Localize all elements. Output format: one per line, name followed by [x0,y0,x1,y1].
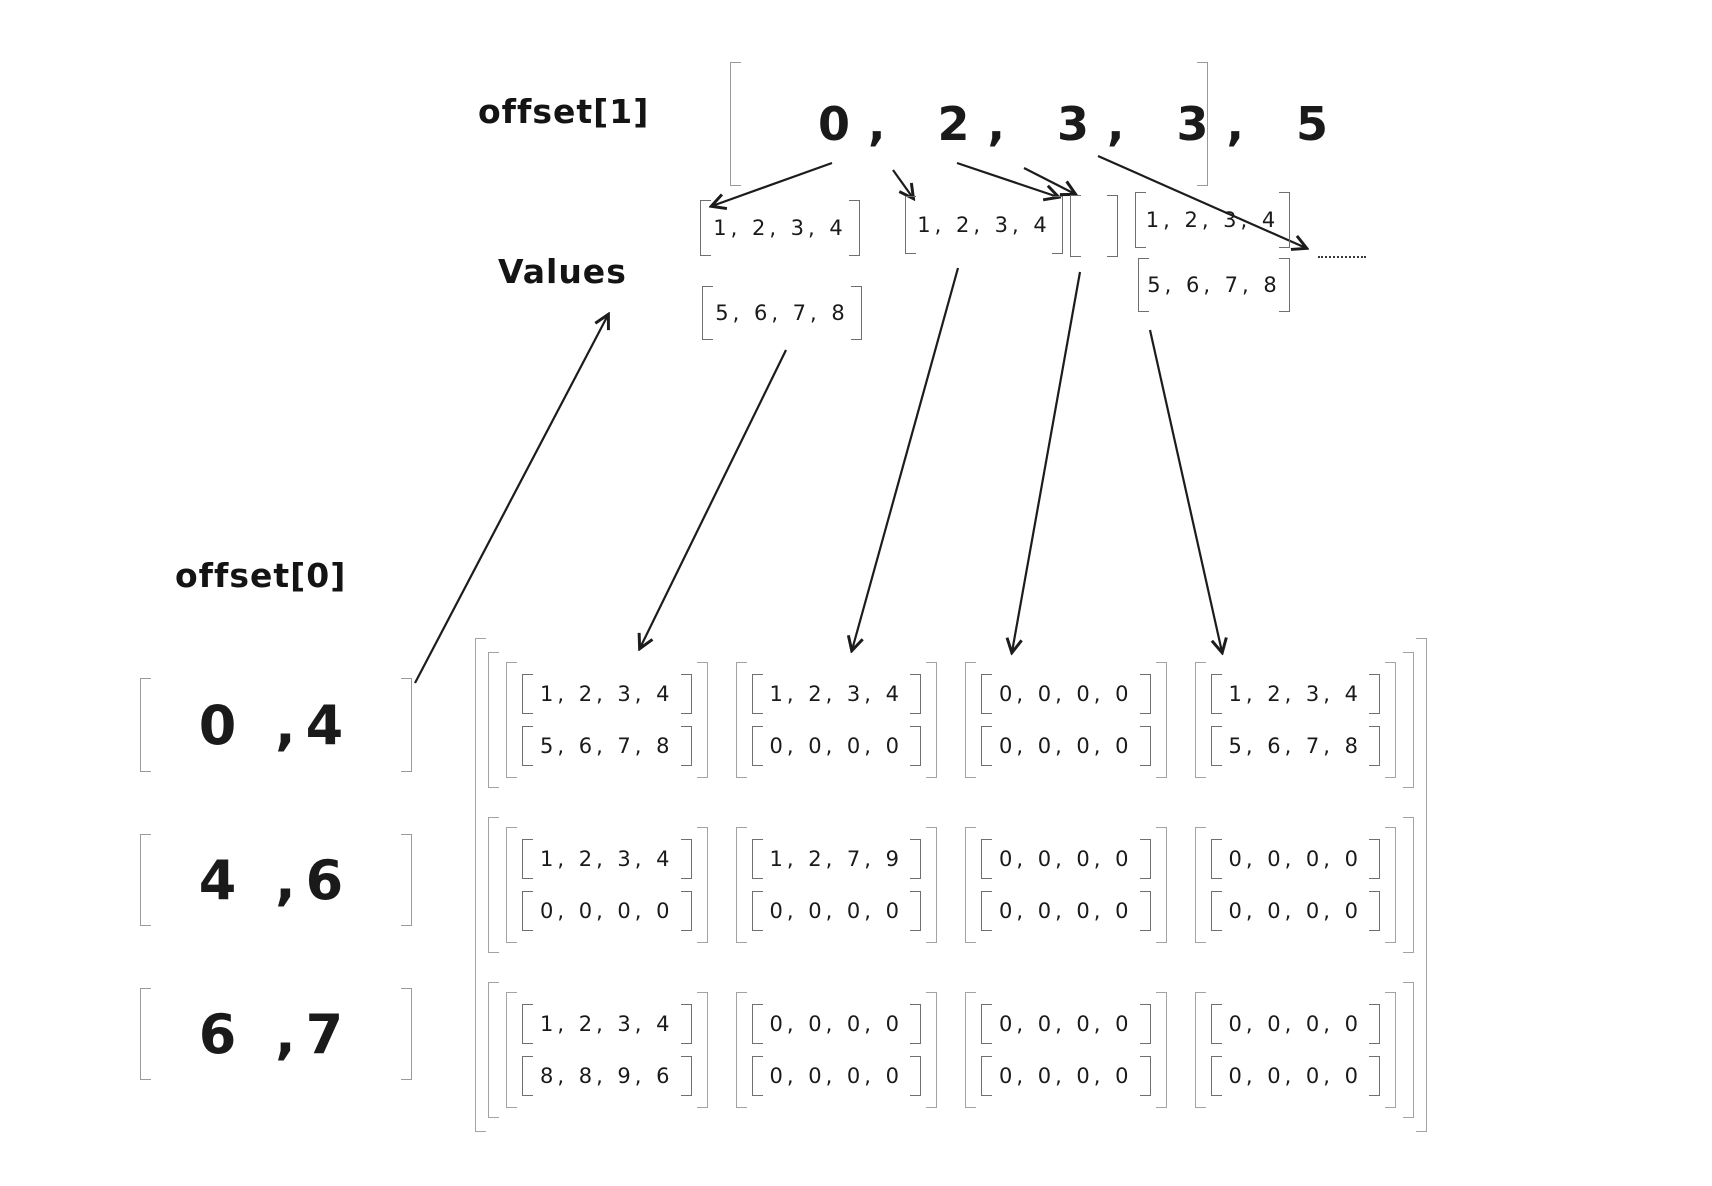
vector-text: 1, 2, 3, 4 [917,213,1051,237]
values-vector: 1, 2, 3, 4 [905,196,1063,254]
grid-cell: 1, 2, 3, 4 5, 6, 7, 8 [1194,662,1397,778]
vector-text: 5, 6, 7, 8 [1228,734,1362,758]
grid-cell: 1, 2, 3, 4 0, 0, 0, 0 [735,662,938,778]
vector-text: 1, 2, 3, 4 [540,847,674,871]
vector-text: 0, 0, 0, 0 [769,1012,903,1036]
vector-text: 0, 0, 0, 0 [1228,847,1362,871]
arrow-offset0-row0-to-values [414,315,608,684]
vector-text: 0, 0, 0, 0 [999,1064,1133,1088]
vector-text: 1, 2, 3, 4 [769,682,903,706]
grid-cell: 0, 0, 0, 0 0, 0, 0, 0 [965,992,1167,1108]
tensor-grid: 1, 2, 3, 4 5, 6, 7, 8 1, 2, 3, 4 0, 0, 0… [475,638,1427,1132]
grid-vector: 0, 0, 0, 0 [981,839,1151,879]
offset1-array: 0, 2, 3, 3, 5 [730,62,1328,186]
grid-cell: 1, 2, 3, 4 8, 8, 9, 6 [506,992,708,1108]
grid-vector: 1, 2, 3, 4 [522,1004,692,1044]
values-vector-empty [1070,195,1118,257]
offset0-entry: 4 ,6 [140,834,412,926]
offset0-entry: 0 ,4 [140,678,412,772]
grid-vector: 0, 0, 0, 0 [1210,1004,1381,1044]
grid-cell: 0, 0, 0, 0 0, 0, 0, 0 [965,662,1167,778]
grid-vector: 1, 2, 3, 4 [522,674,692,714]
grid-vector: 1, 2, 3, 4 [751,674,922,714]
grid-vector: 5, 6, 7, 8 [1210,726,1381,766]
arrow-values-block1-to-grid-c1 [640,349,787,648]
vector-text: 1, 2, 3, 4 [540,682,674,706]
vector-text: 0, 0, 0, 0 [540,899,674,923]
vector-text: 0, 0, 0, 0 [999,847,1133,871]
grid-cell: 1, 2, 3, 4 5, 6, 7, 8 [506,662,708,778]
grid-vector: 0, 0, 0, 0 [751,726,922,766]
vector-text: 0, 0, 0, 0 [999,899,1133,923]
grid-vector: 0, 0, 0, 0 [1210,1056,1381,1096]
grid-vector: 0, 0, 0, 0 [751,891,922,931]
grid-vector: 0, 0, 0, 0 [1210,891,1381,931]
offset0-label: offset[0] [175,556,347,595]
grid-vector: 8, 8, 9, 6 [522,1056,692,1096]
grid-vector: 1, 2, 3, 4 [1210,674,1381,714]
grid-vector: 0, 0, 0, 0 [1210,839,1381,879]
vector-text: 1, 2, 7, 9 [769,847,903,871]
grid-row: 1, 2, 3, 4 8, 8, 9, 6 0, 0, 0, 0 0, 0, 0… [488,982,1414,1118]
vector-text: 0, 0, 0, 0 [769,734,903,758]
grid-cell: 0, 0, 0, 0 0, 0, 0, 0 [1194,992,1397,1108]
grid-vector: 0, 0, 0, 0 [981,1004,1151,1044]
grid-vector: 0, 0, 0, 0 [981,1056,1151,1096]
arrow-values-block2-to-grid-c2 [852,267,960,650]
grid-vector: 1, 2, 3, 4 [522,839,692,879]
offset1-values: 0, 2, 3, 3, 5 [818,97,1346,151]
grid-vector: 0, 0, 0, 0 [981,726,1151,766]
offset0-entry-text: 4 ,6 [198,848,354,912]
vector-text: 1, 2, 3, 4 [1145,208,1280,232]
grid-vector: 0, 0, 0, 0 [751,1004,922,1044]
arrow-values-block4-to-grid-c4 [1148,329,1222,652]
vector-text: 0, 0, 0, 0 [999,1012,1133,1036]
vector-text: 5, 6, 7, 8 [715,301,849,325]
vector-text: 0, 0, 0, 0 [999,734,1133,758]
grid-cell: 1, 2, 3, 4 0, 0, 0, 0 [506,827,708,943]
vector-text: 0, 0, 0, 0 [1228,1064,1362,1088]
vector-text: 1, 2, 3, 4 [713,216,847,240]
offset0-entry-text: 6 ,7 [198,1002,354,1066]
vector-text: 1, 2, 3, 4 [1228,682,1362,706]
grid-vector: 1, 2, 7, 9 [751,839,922,879]
vector-text: 0, 0, 0, 0 [999,682,1133,706]
values-vector: 1, 2, 3, 4 [1135,192,1290,248]
vector-text: 1, 2, 3, 4 [540,1012,674,1036]
grid-cell: 0, 0, 0, 0 0, 0, 0, 0 [735,992,938,1108]
offset0-entry: 6 ,7 [140,988,412,1080]
grid-cell: 1, 2, 7, 9 0, 0, 0, 0 [735,827,938,943]
vector-text: 0, 0, 0, 0 [1228,899,1362,923]
offset1-label: offset[1] [478,92,650,131]
vector-text: 0, 0, 0, 0 [769,899,903,923]
values-vector: 5, 6, 7, 8 [1138,258,1290,312]
vector-text: 5, 6, 7, 8 [540,734,674,758]
grid-row: 1, 2, 3, 4 0, 0, 0, 0 1, 2, 7, 9 0, 0, 0… [488,817,1414,953]
grid-vector: 5, 6, 7, 8 [522,726,692,766]
arrow-empty-to-grid-c3 [1012,271,1082,652]
values-vector: 5, 6, 7, 8 [702,286,862,340]
grid-row: 1, 2, 3, 4 5, 6, 7, 8 1, 2, 3, 4 0, 0, 0… [488,652,1414,788]
values-vector: 1, 2, 3, 4 [700,200,860,256]
vector-text: 0, 0, 0, 0 [769,1064,903,1088]
vector-text: 5, 6, 7, 8 [1147,273,1281,297]
ellipsis-dotted-line [1318,256,1366,258]
grid-cell: 0, 0, 0, 0 0, 0, 0, 0 [965,827,1167,943]
offset0-entry-text: 0 ,4 [198,693,354,757]
vector-text: 0, 0, 0, 0 [1228,1012,1362,1036]
grid-vector: 0, 0, 0, 0 [751,1056,922,1096]
values-label: Values [498,252,627,291]
grid-cell: 0, 0, 0, 0 0, 0, 0, 0 [1194,827,1397,943]
vector-text: 8, 8, 9, 6 [540,1064,674,1088]
grid-vector: 0, 0, 0, 0 [981,674,1151,714]
grid-vector: 0, 0, 0, 0 [522,891,692,931]
grid-vector: 0, 0, 0, 0 [981,891,1151,931]
